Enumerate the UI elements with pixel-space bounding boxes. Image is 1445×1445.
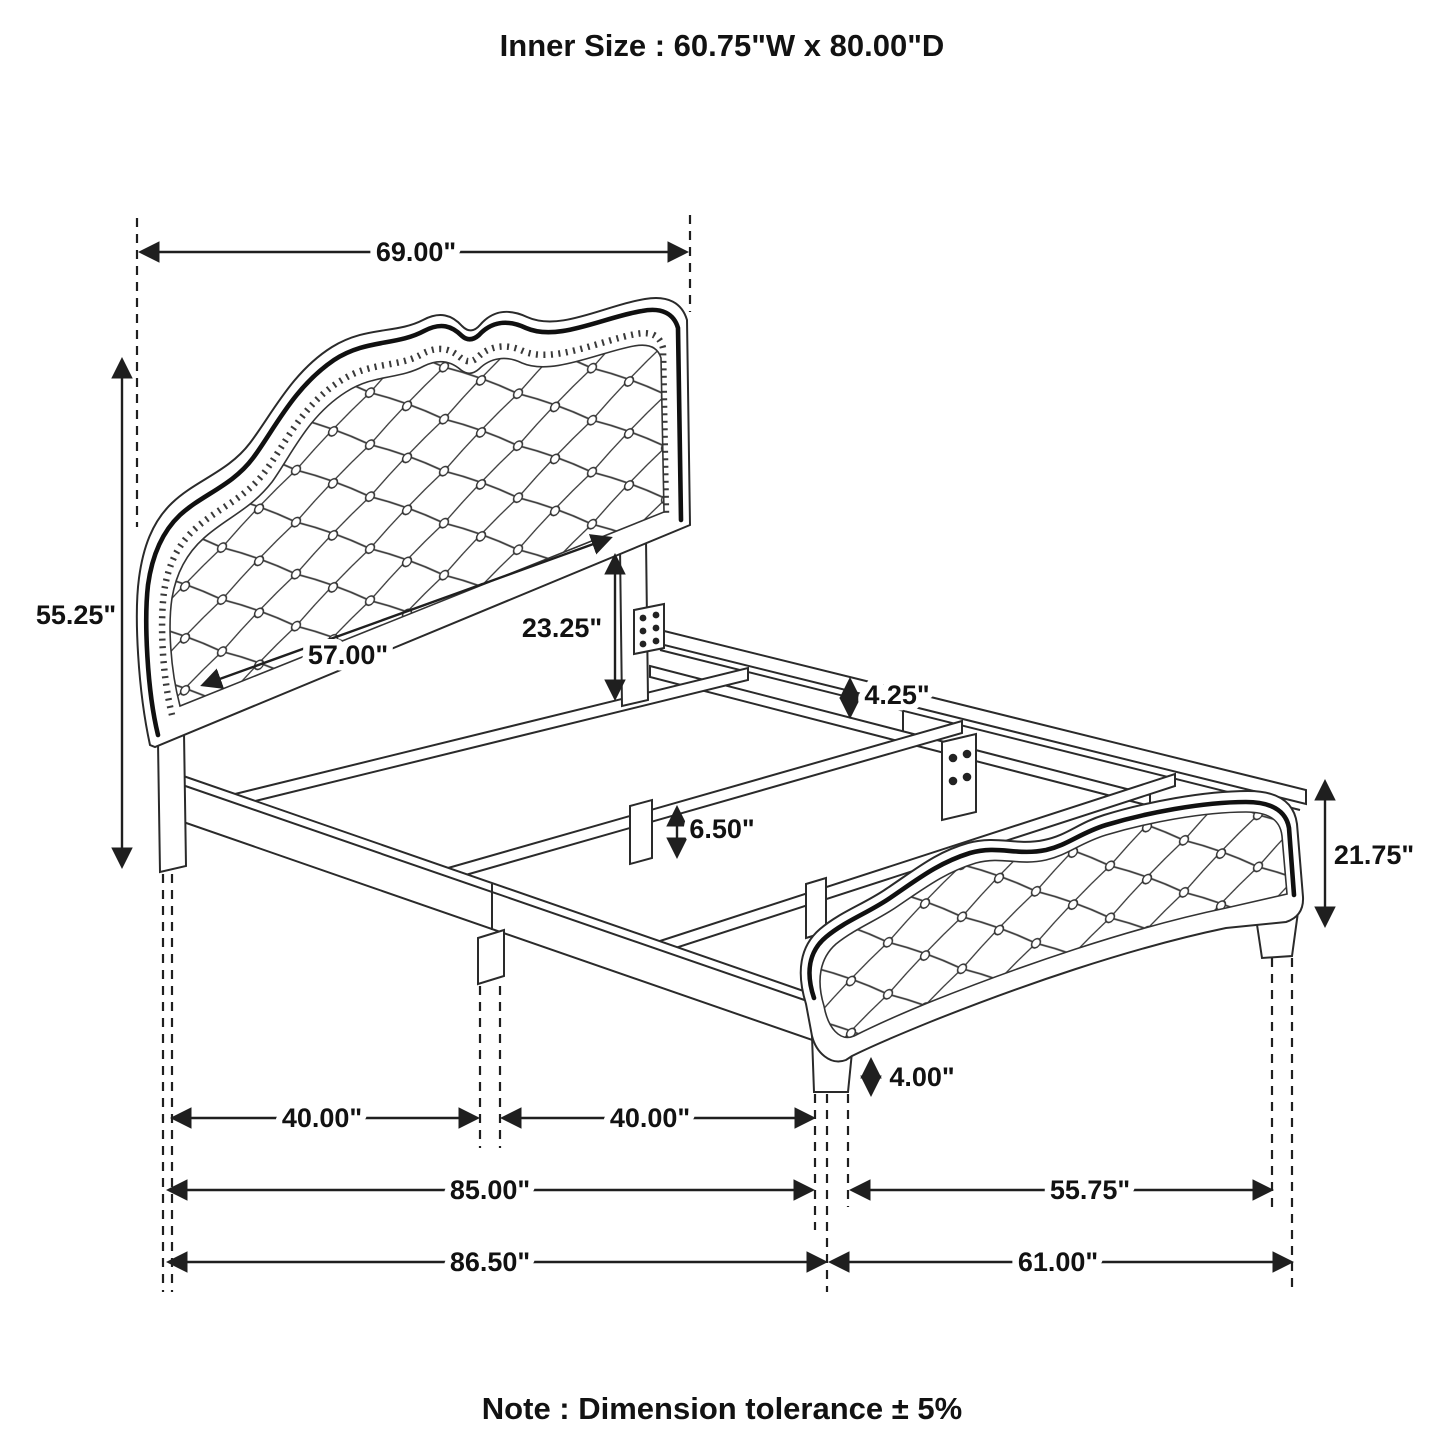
slat-leg bbox=[629, 798, 653, 866]
dim-overall-width-label: 61.00" bbox=[1018, 1247, 1098, 1277]
bracket-hole bbox=[652, 637, 660, 645]
support-plate-hole bbox=[948, 753, 958, 763]
support-plate-hole bbox=[962, 749, 972, 759]
dim-frame-length-label: 85.00" bbox=[450, 1175, 530, 1205]
footboard-tufting bbox=[819, 811, 1288, 1039]
dim-headboard-panel-width-arrow bbox=[200, 534, 613, 689]
slat bbox=[447, 719, 963, 882]
bracket-hole bbox=[652, 611, 660, 619]
dim-span-foot-label: 40.00" bbox=[610, 1103, 690, 1133]
headboard-front-leg bbox=[156, 731, 188, 874]
bracket-hole bbox=[639, 640, 647, 648]
dim-headboard-clearance-label: 23.25" bbox=[522, 613, 602, 643]
page-title: Inner Size : 60.75"W x 80.00"D bbox=[500, 28, 945, 63]
footboard bbox=[799, 789, 1305, 1093]
bracket-hole bbox=[652, 624, 660, 632]
headboard-tufting bbox=[169, 344, 665, 708]
dim-footboard-height-label: 21.75" bbox=[1334, 840, 1414, 870]
bracket-hole bbox=[639, 627, 647, 635]
dimension-annotations: 69.00" 55.25" 57.00" 23.25" 4.25" 6.50" … bbox=[36, 231, 1414, 1284]
footboard-accent-line bbox=[807, 799, 1297, 1001]
support-plate-hole bbox=[948, 776, 958, 786]
dim-footboard-leg-height-label: 4.00" bbox=[889, 1062, 954, 1092]
support-plate-hole bbox=[962, 772, 972, 782]
dim-span-head-label: 40.00" bbox=[282, 1103, 362, 1133]
dim-headboard-outer-width-label: 69.00" bbox=[376, 237, 456, 267]
side-rail-rear-ledge bbox=[659, 649, 1301, 811]
dim-headboard-panel-width-label: 57.00" bbox=[308, 640, 388, 670]
tolerance-note: Note : Dimension tolerance ± 5% bbox=[482, 1391, 962, 1426]
bracket-hole bbox=[639, 614, 647, 622]
rail-center-leg bbox=[477, 928, 505, 986]
headboard-accent-line bbox=[144, 307, 684, 738]
dim-slat-leg-height-label: 6.50" bbox=[689, 814, 754, 844]
bed-frame-drawing bbox=[135, 297, 1307, 1093]
dim-overall-length-label: 86.50" bbox=[450, 1247, 530, 1277]
dim-footboard-width-label: 55.75" bbox=[1050, 1175, 1130, 1205]
side-rail-rear bbox=[651, 626, 1307, 806]
dim-rail-gap-label: 4.25" bbox=[864, 680, 929, 710]
dim-headboard-height-label: 55.25" bbox=[36, 600, 116, 630]
slat bbox=[234, 666, 749, 808]
headboard-rail-bracket bbox=[633, 602, 665, 656]
